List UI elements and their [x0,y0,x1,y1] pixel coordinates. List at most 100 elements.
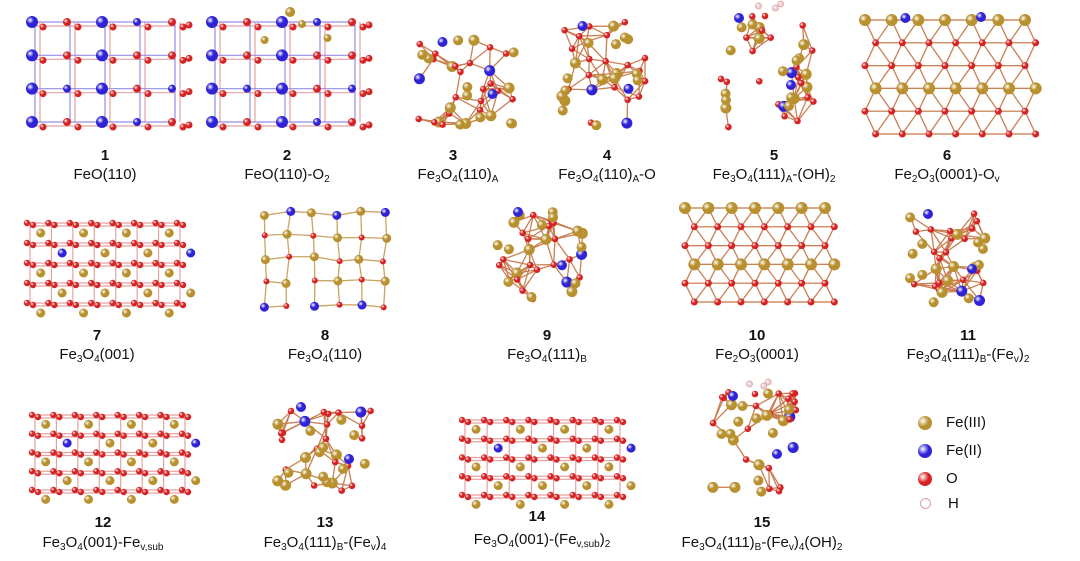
fe2-atom [313,18,321,26]
fe3-atom [596,74,608,86]
o-atom [718,393,726,401]
o-atom [367,407,374,415]
structure-4-model [556,18,649,131]
structure-2 [200,7,373,135]
o-atom [742,456,750,463]
fe3-atom [337,463,348,474]
fe3-atom [298,20,306,28]
o-atom [39,23,47,31]
fe3-atom [272,475,284,487]
fe3-atom [939,14,951,26]
structure-6-model [859,12,1042,138]
o-atom [277,429,285,437]
fe3-atom [164,308,174,318]
fe3-atom [121,308,131,318]
fe3-atom [928,297,939,308]
fe2-atom [286,206,296,216]
fe2-atom [96,16,108,28]
bond-network [720,16,814,128]
o-atom [1005,130,1013,138]
structure-14 [455,410,636,509]
fe3-atom [557,105,568,116]
o-atom [821,242,829,250]
fe2-atom [276,49,288,62]
o-atom [93,411,100,419]
o-atom [254,90,262,98]
o-atom [359,23,367,31]
o-atom [157,449,164,456]
o-atom [34,432,42,439]
fe3-atom [576,242,587,253]
fe3-atom [930,263,942,275]
fe3-atom [186,288,196,298]
fe3-atom [283,467,294,478]
o-atom [310,482,318,489]
fe3-atom [282,229,292,239]
fe3-atom [333,233,343,243]
o-atom [547,435,554,442]
fe3-atom [736,22,747,33]
o-atom [509,95,516,103]
o-atom [130,279,138,287]
fe3-atom [453,35,464,46]
o-atom [503,473,510,480]
structure-14-number: 14 [528,508,546,525]
o-atom [114,486,121,494]
fe3-atom [349,430,360,441]
o-atom [525,454,532,461]
o-atom [925,39,933,47]
fe2-atom [191,438,201,448]
fe3-atom [758,258,771,271]
atom-group [905,209,991,308]
o-atom [545,222,553,230]
fe3-atom [917,238,928,249]
o-atom [1032,130,1040,138]
o-atom [114,411,121,419]
structure-10-model [679,202,841,306]
fe3-atom [560,462,570,472]
o-atom [744,425,752,433]
atom-group [26,16,193,131]
o-atom [185,121,193,129]
o-atom [72,221,80,229]
fe3-atom [318,471,329,482]
o-atom [1005,39,1013,47]
fe3-atom [885,14,898,26]
o-atom [752,402,760,410]
structure-9-number: 9 [542,327,552,344]
fe3-atom [382,233,392,243]
structure-3-number: 3 [448,147,458,164]
o-atom [611,83,618,91]
o-atom [163,488,170,496]
o-atom [28,468,36,475]
legend: Fe(III) Fe(II) O H [918,410,1058,520]
o-atom [324,123,332,131]
o-atom [941,62,949,70]
o-atom [88,259,95,267]
bond-network [263,210,388,308]
fe3-atom [462,81,473,92]
fe2-atom [437,37,448,47]
o-atom [45,219,52,227]
fe2-atom [133,118,141,126]
o-atom [320,408,328,416]
o-atom [120,432,127,439]
structure-5-model [717,0,817,131]
o-atom [71,411,79,419]
structure-2-model [206,7,373,131]
o-atom [23,239,31,247]
o-atom [135,486,143,494]
o-atom [613,473,621,480]
fe3-atom [801,81,813,93]
o-atom [310,232,317,239]
fe3-atom [84,494,94,504]
fe3-atom [720,102,732,114]
h-atom [746,380,753,388]
o-atom [503,435,510,442]
o-atom [72,261,80,269]
fe2-atom [26,49,38,62]
o-atom [872,130,880,138]
o-atom [178,468,186,475]
o-atom [359,56,367,64]
fe3-atom [777,415,789,427]
